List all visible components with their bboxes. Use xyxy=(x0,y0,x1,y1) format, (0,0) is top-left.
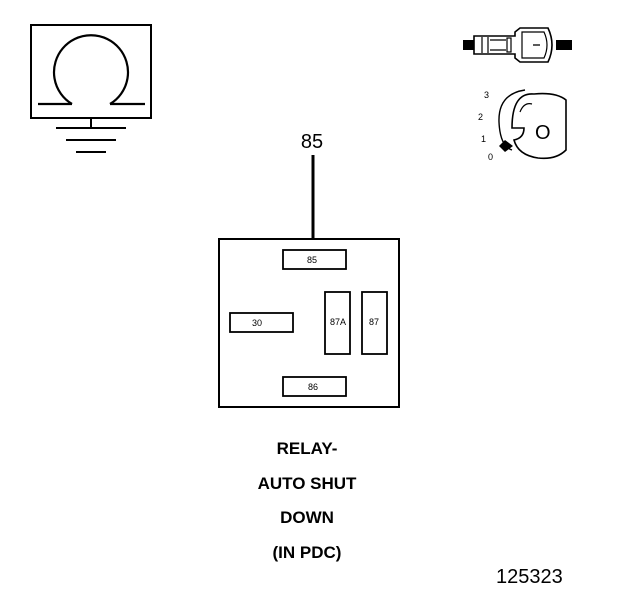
relay-pin-87-label: 87 xyxy=(369,317,379,327)
relay-pin-87a-label: 87A xyxy=(330,317,346,327)
caption-line-1: RELAY- xyxy=(276,439,338,458)
caption-line-2: AUTO SHUT xyxy=(257,473,357,493)
relay-pin-85-label: 85 xyxy=(307,255,317,265)
relay-pin-30-label: 30 xyxy=(252,318,262,328)
ignition-position-3: 3 xyxy=(484,90,489,100)
ignition-position-1: 1 xyxy=(481,134,486,144)
figure-number: 125323 xyxy=(496,566,563,588)
ground-omega-icon xyxy=(30,24,152,153)
relay-connector-icon xyxy=(463,27,572,63)
relay-pin-87a xyxy=(324,291,351,355)
relay-pin-30 xyxy=(229,312,294,333)
relay-pin-86 xyxy=(282,376,347,397)
ignition-position-2: 2 xyxy=(478,112,483,122)
terminal-callout-label: 85 xyxy=(301,131,323,153)
ignition-key-switch-icon: 3 2 1 0 O xyxy=(478,89,567,162)
relay-pin-85 xyxy=(282,249,347,270)
caption-line-3: DOWN xyxy=(280,508,334,527)
relay-caption: RELAY- AUTO SHUT DOWN (IN PDC) xyxy=(207,432,407,570)
caption-line-4: (IN PDC) xyxy=(272,542,342,562)
relay-pin-86-label: 86 xyxy=(308,382,318,392)
relay-pin-87 xyxy=(361,291,388,355)
ignition-key-label: O xyxy=(535,122,551,144)
ignition-position-0: 0 xyxy=(488,152,493,162)
